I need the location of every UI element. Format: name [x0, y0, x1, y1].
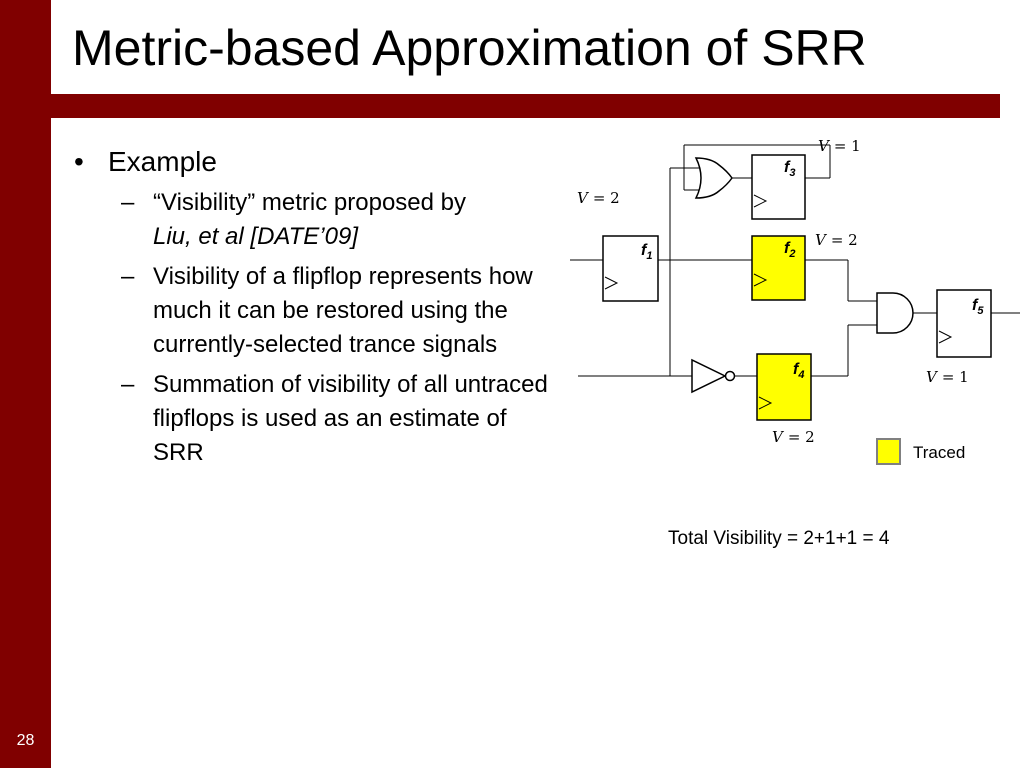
sub-bullet-text: “Visibility” metric proposed by: [153, 189, 466, 216]
legend-traced-swatch: [876, 438, 901, 465]
svg-text:f2: f2: [784, 240, 795, 260]
svg-text:f4: f4: [793, 361, 804, 381]
svg-text:f5: f5: [972, 297, 984, 317]
visibility-label-f3: V= 1: [818, 137, 861, 155]
and-gate: [876, 292, 914, 334]
circuit-diagram: f1 f2 f3 f4 f5 V= 2 V= 1 V= 2 V= 1 V= 2: [570, 137, 1020, 446]
flipflop-f4: f4: [756, 353, 812, 421]
sub-bullet-item: Visibility of a flipflop represents how …: [108, 260, 560, 362]
visibility-label-f2: V= 2: [815, 231, 858, 249]
svg-text:f1: f1: [641, 242, 652, 262]
citation-text: Liu, et al [DATE’09]: [153, 223, 358, 250]
flipflop-f5: f5: [936, 289, 992, 358]
sub-bullet-list: “Visibility” metric proposed by Liu, et …: [108, 186, 560, 470]
sub-bullet-item: “Visibility” metric proposed by Liu, et …: [108, 186, 560, 254]
bullet-text-example: Example: [108, 146, 217, 177]
title-underline-bar: [51, 94, 1000, 118]
flipflop-f3: f3: [751, 154, 806, 220]
flipflop-f2: f2: [751, 235, 806, 301]
slide-number: 28: [16, 732, 35, 749]
sub-bullet-text: Visibility of a flipflop represents how …: [153, 263, 533, 358]
bullet-list: Example “Visibility” metric proposed by …: [60, 142, 560, 476]
sub-bullet-item: Summation of visibility of all untraced …: [108, 368, 560, 470]
or-gate: [694, 157, 733, 199]
visibility-label-f1: V= 2: [577, 189, 620, 207]
flipflop-f1: f1: [602, 235, 659, 302]
sub-bullet-text: Summation of visibility of all untraced …: [153, 371, 548, 466]
inverter-gate: [691, 358, 727, 394]
visibility-label-f5: V= 1: [926, 368, 969, 386]
bullet-item: Example “Visibility” metric proposed by …: [60, 142, 560, 470]
circuit-wires: [570, 144, 1020, 377]
visibility-label-f4: V= 2: [772, 428, 815, 446]
slide-title: Metric-based Approximation of SRR: [72, 20, 867, 76]
left-accent-bar: [0, 0, 51, 768]
legend-traced-label: Traced: [913, 443, 966, 462]
svg-text:f3: f3: [784, 159, 795, 179]
inverter-bubble: [724, 370, 736, 382]
total-visibility-text: Total Visibility = 2+1+1 = 4: [668, 528, 890, 549]
